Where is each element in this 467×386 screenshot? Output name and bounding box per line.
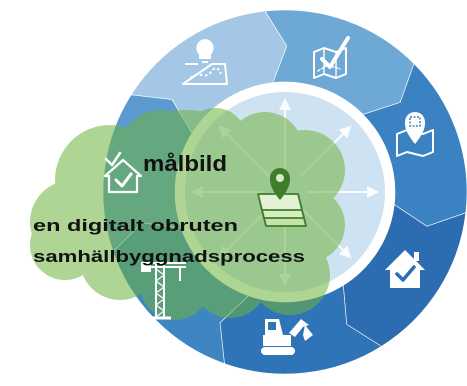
excavator-icon: [261, 319, 313, 355]
house-check-outline-icon: [103, 151, 143, 194]
icon-part: [395, 265, 416, 282]
icon-part: [276, 174, 284, 182]
icon-part: [263, 335, 291, 346]
house-check-icon: [385, 250, 425, 288]
icon-part: [303, 325, 313, 341]
icon-part: [257, 193, 303, 211]
icon-part: [320, 36, 350, 69]
cloud-lobe: [192, 242, 268, 318]
icon-part: [114, 172, 133, 188]
map-layers-pin-icon: [257, 168, 307, 227]
cloud-lobe: [80, 220, 160, 300]
icon-part: [270, 168, 290, 200]
icon-part: [261, 347, 295, 355]
icon-part: [155, 268, 165, 318]
map-location-pin-icon: [396, 112, 434, 157]
icon-part: [155, 263, 165, 317]
icon-part: [103, 158, 143, 194]
diagram-subtitle-line-2: samhällbyggnadsprocess: [33, 247, 305, 266]
diagram-subtitle-line-1: en digitalt obruten: [33, 216, 238, 235]
icon-part: [313, 47, 347, 79]
icon-part: [141, 262, 151, 272]
diagram-title: målbild: [143, 151, 227, 176]
icon-part: [104, 151, 122, 167]
icon-part: [409, 116, 421, 127]
map-lightbulb-icon: [182, 39, 228, 85]
cloud-lobe: [250, 235, 330, 315]
icon-part: [196, 39, 214, 59]
icon-part: [190, 67, 222, 79]
cloud-lobe: [120, 110, 200, 190]
icon-part: [268, 322, 276, 330]
map-checklist-icon: [313, 36, 350, 79]
icon-part: [385, 250, 425, 288]
icon-part: [414, 252, 419, 261]
target-cloud: [30, 108, 345, 320]
icon-part: [289, 319, 309, 337]
crane-icon: [141, 262, 186, 320]
